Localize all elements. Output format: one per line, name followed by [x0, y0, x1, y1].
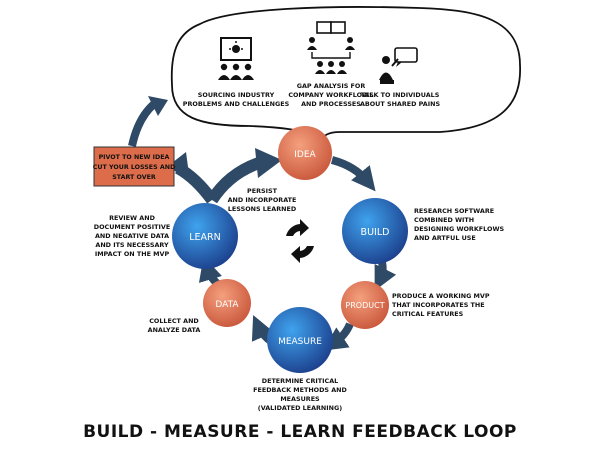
stage-measure-label: MEASURE — [278, 337, 322, 347]
persist-line: AND INCORPORATE — [228, 196, 297, 204]
pivot-line: START OVER — [112, 174, 156, 181]
review-note: REVIEW AND DOCUMENT POSITIVE AND NEGATIV… — [94, 214, 170, 258]
determine-note: DETERMINE CRITICAL FEEDBACK METHODS AND … — [253, 377, 347, 412]
determine-line: MEASURES — [280, 395, 320, 403]
persist-line: PERSIST — [247, 187, 278, 195]
produce-line: THAT INCORPORATES THE — [392, 301, 485, 309]
workflow-team-icon — [307, 21, 355, 74]
speaker-icon — [379, 47, 418, 84]
talk-line: ABOUT SHARED PAINS — [360, 100, 441, 108]
pivot-to-bubble-arrow — [128, 96, 168, 147]
sourcing-caption: SOURCING INDUSTRY PROBLEMS AND CHALLENGE… — [183, 91, 290, 108]
persist-line: LESSONS LEARNED — [228, 205, 296, 213]
determine-line: (VALIDATED LEARNING) — [258, 404, 342, 412]
research-line: RESEARCH SOFTWARE — [414, 207, 494, 215]
determine-line: DETERMINE CRITICAL — [262, 377, 338, 385]
review-line: REVIEW AND — [109, 214, 155, 222]
sourcing-line: PROBLEMS AND CHALLENGES — [183, 100, 290, 108]
produce-line: CRITICAL FEATURES — [392, 310, 464, 318]
stage-product: PRODUCT — [341, 281, 389, 329]
diagram-title: BUILD - MEASURE - LEARN FEEDBACK LOOP — [83, 422, 517, 442]
ideation-bubble — [170, 6, 521, 149]
produce-note: PRODUCE A WORKING MVP THAT INCORPORATES … — [392, 292, 490, 318]
gap-line: GAP ANALYSIS FOR — [297, 82, 366, 90]
stage-measure: MEASURE — [267, 307, 333, 373]
determine-line: FEEDBACK METHODS AND — [253, 386, 347, 394]
stage-learn-label: LEARN — [189, 232, 221, 243]
stage-learn: LEARN — [172, 203, 238, 269]
cycle-arrows-icon — [286, 219, 314, 263]
collect-note: COLLECT AND ANALYZE DATA — [148, 317, 201, 334]
review-line: DOCUMENT POSITIVE — [94, 223, 170, 231]
collect-line: COLLECT AND — [149, 317, 199, 325]
stage-build-label: BUILD — [361, 227, 390, 238]
stage-idea: IDEA — [278, 126, 332, 180]
gap-caption: GAP ANALYSIS FOR COMPANY WORKFLOWS AND P… — [288, 82, 374, 108]
research-line: COMBINED WITH — [414, 216, 474, 224]
arrow-build-to-product — [374, 261, 397, 291]
review-line: AND ITS NECESSARY — [95, 241, 169, 249]
pivot-line: PIVOT TO NEW IDEA — [99, 154, 170, 161]
collect-line: ANALYZE DATA — [148, 326, 201, 334]
persist-note: PERSIST AND INCORPORATE LESSONS LEARNED — [228, 187, 297, 213]
review-line: IMPACT ON THE MVP — [95, 250, 170, 258]
produce-line: PRODUCE A WORKING MVP — [392, 292, 490, 300]
stage-build: BUILD — [342, 198, 408, 264]
stage-product-label: PRODUCT — [345, 301, 384, 310]
arrow-product-to-measure — [323, 322, 354, 351]
arrow-idea-to-build — [330, 156, 376, 192]
talk-line: TALK TO INDIVIDUALS — [361, 91, 440, 99]
review-line: AND NEGATIVE DATA — [95, 232, 169, 240]
presentation-audience-icon — [218, 37, 254, 80]
sourcing-line: SOURCING INDUSTRY — [198, 91, 275, 99]
stage-idea-label: IDEA — [294, 150, 316, 160]
stage-data: DATA — [203, 279, 251, 327]
research-line: AND ARTFUL USE — [414, 234, 476, 242]
stage-data-label: DATA — [215, 300, 239, 310]
persist-pivot-arrow — [168, 148, 282, 204]
pivot-line: CUT YOUR LOSSES AND — [93, 164, 175, 171]
research-line: DESIGNING WORKFLOWS — [414, 225, 504, 233]
pivot-box: PIVOT TO NEW IDEA CUT YOUR LOSSES AND ST… — [93, 146, 175, 187]
talk-caption: TALK TO INDIVIDUALS ABOUT SHARED PAINS — [360, 91, 441, 108]
research-note: RESEARCH SOFTWARE COMBINED WITH DESIGNIN… — [414, 207, 504, 242]
gap-line: AND PROCESSES — [301, 100, 361, 108]
gap-line: COMPANY WORKFLOWS — [288, 91, 374, 99]
